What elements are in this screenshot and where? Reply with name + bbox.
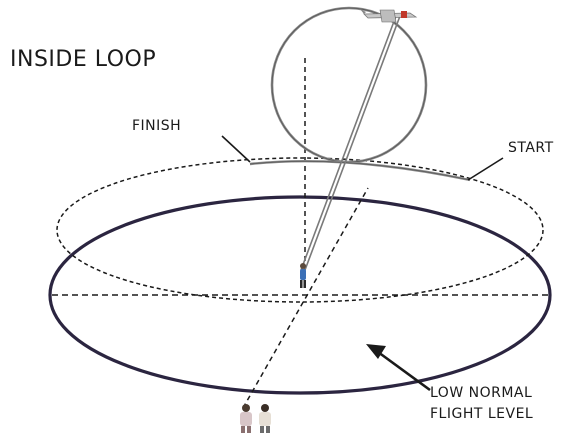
pilot-figure-icon [300, 263, 306, 288]
loop-circle [270, 6, 428, 164]
start-leader-line [467, 157, 504, 181]
low-level-label-line2: FLIGHT LEVEL [430, 406, 534, 422]
control-line-1 [300, 15, 397, 271]
low-flight-level-ellipse [48, 195, 552, 395]
control-line-2 [304, 15, 401, 271]
start-label: START [508, 140, 554, 156]
finish-leader-line [221, 135, 251, 163]
judges-sight-line [242, 187, 369, 409]
diagram-title: INSIDE LOOP [10, 47, 157, 72]
low-level-label-line1: LOW NORMAL [430, 385, 533, 401]
flight-path-segment [249, 160, 471, 182]
upper-dashed-ellipse [56, 157, 544, 303]
model-plane-icon [360, 9, 418, 23]
arrow-icon [366, 344, 431, 392]
judges-icon [240, 404, 271, 433]
finish-label: FINISH [132, 118, 182, 134]
